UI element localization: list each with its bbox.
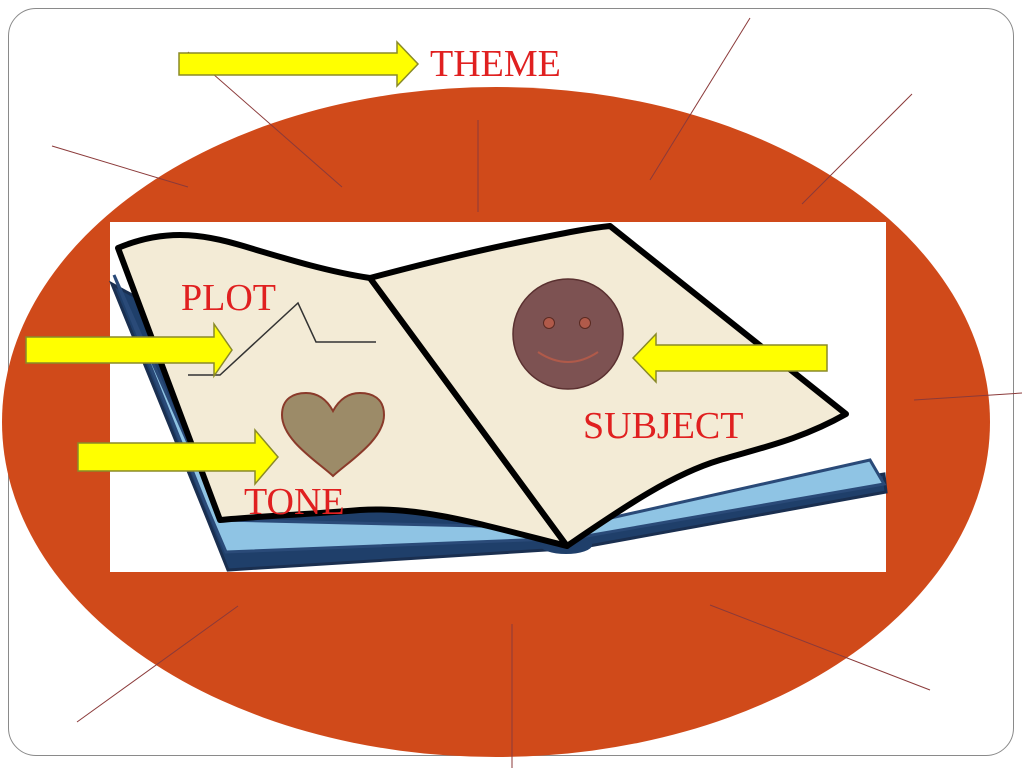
plot-arrow-icon xyxy=(25,321,233,379)
book-cover-light xyxy=(112,274,887,554)
spoke-line xyxy=(801,93,913,205)
plot-line-icon xyxy=(188,301,376,376)
subject-label: SUBJECT xyxy=(583,405,743,447)
smiley-mouth xyxy=(537,351,599,363)
spoke-line xyxy=(709,604,931,691)
tone-arrow-icon xyxy=(77,427,279,487)
right-page xyxy=(367,223,849,549)
spoke-line xyxy=(913,392,1023,401)
theme-arrow-icon xyxy=(178,40,420,88)
tone-label: TONE xyxy=(244,481,345,523)
arrows xyxy=(25,40,828,487)
plot-label: PLOT xyxy=(181,277,276,319)
smiley-face-icon xyxy=(512,278,624,390)
smiley-eye-right xyxy=(579,317,591,329)
smiley-eye-left xyxy=(543,317,555,329)
heart-icon xyxy=(280,391,386,478)
spoke-line xyxy=(51,145,189,188)
spoke-line xyxy=(649,17,751,181)
subject-arrow-icon xyxy=(631,332,828,384)
theme-label: THEME xyxy=(430,43,561,85)
spoke-line xyxy=(76,605,239,723)
